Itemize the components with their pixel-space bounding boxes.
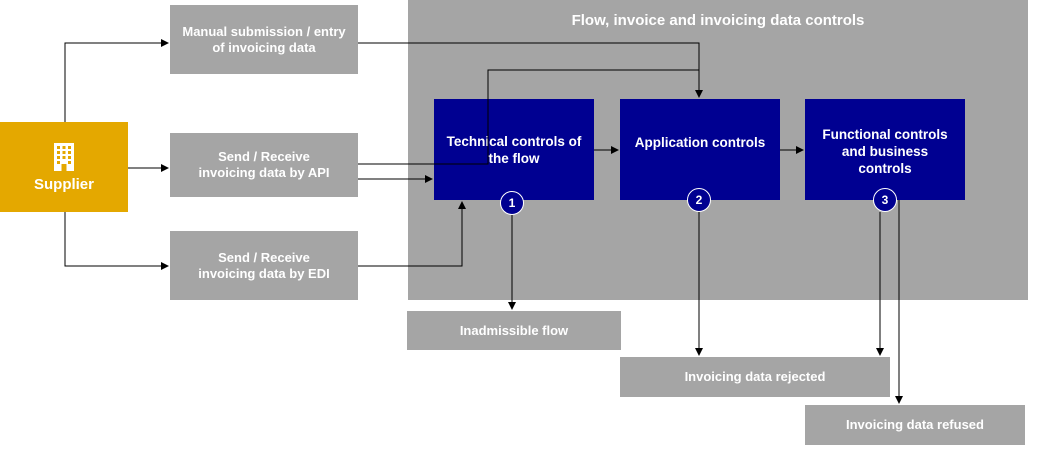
step-3-badge: 3 — [873, 188, 897, 212]
invoicing-data-rejected-box: Invoicing data rejected — [620, 357, 890, 397]
arrow-supplier-to-edi — [64, 212, 169, 270]
inadmissible-flow-box: Inadmissible flow — [407, 311, 621, 350]
arrow-supplier-to-manual — [64, 39, 169, 122]
arrow-edi-to-technical — [358, 201, 466, 267]
supplier-box: Supplier — [0, 122, 128, 212]
edi-box: Send / Receive invoicing data by EDI — [170, 231, 358, 300]
api-box: Send / Receive invoicing data by API — [170, 133, 358, 197]
application-controls-box: Application controls — [620, 99, 780, 200]
arrow-api-to-application — [358, 69, 699, 165]
building-icon — [54, 142, 74, 171]
panel-title: Flow, invoice and invoicing data control… — [571, 12, 865, 29]
step-2-badge: 2 — [687, 188, 711, 212]
manual-entry-box: Manual submission / entry of invoicing d… — [170, 5, 358, 74]
supplier-label: Supplier — [33, 175, 94, 193]
functional-controls-box: Functional controls and business control… — [805, 99, 965, 200]
step-1-badge: 1 — [500, 191, 524, 215]
arrow-manual-to-application — [358, 42, 703, 98]
invoicing-data-refused-box: Invoicing data refused — [805, 405, 1025, 445]
technical-controls-box: Technical controls of the flow — [434, 99, 594, 200]
